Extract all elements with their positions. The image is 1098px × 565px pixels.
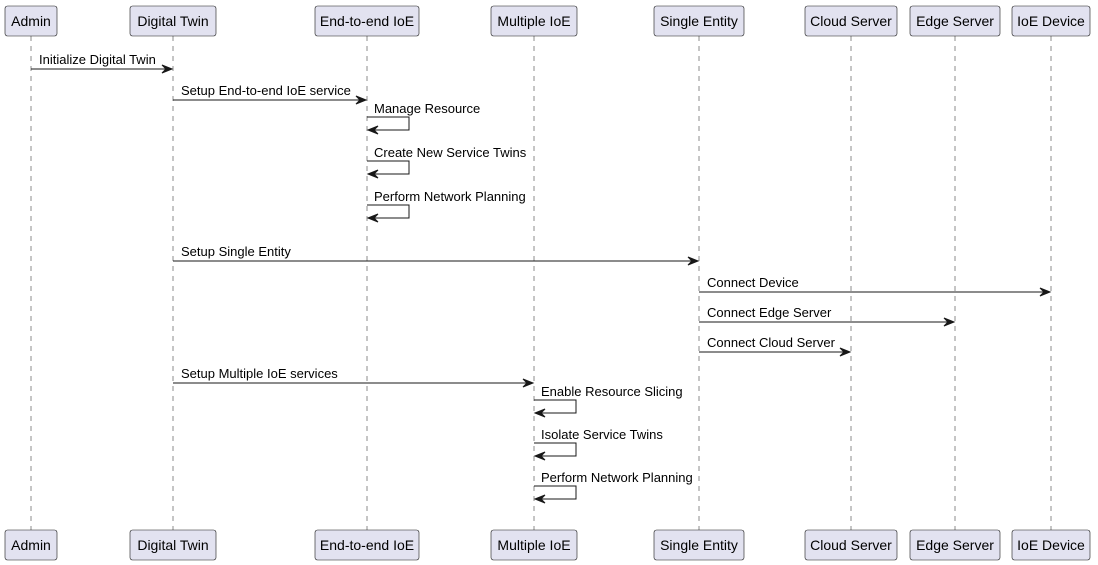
participant-box <box>4 5 58 37</box>
participant-top-ioe-device: IoE Device <box>1011 5 1091 37</box>
message: Manage Resource <box>366 101 480 135</box>
participant-box <box>804 529 898 561</box>
message-label: Isolate Service Twins <box>541 427 663 442</box>
message-label: Perform Network Planning <box>374 189 526 204</box>
self-message-line <box>367 116 410 131</box>
participant-heads-bottom: Admin Digital Twin End-to-end IoE Multiple … <box>4 529 1091 561</box>
participant-box <box>129 5 217 37</box>
participant-bottom-edge-server: Edge Server <box>909 529 1001 561</box>
participant-box <box>4 529 58 561</box>
message: Perform Network Planning <box>366 189 526 223</box>
arrowhead <box>355 95 368 105</box>
message-label: Manage Resource <box>374 101 480 116</box>
participant-label: Admin <box>11 13 51 29</box>
participant-box <box>909 5 1001 37</box>
message: Connect Cloud Server <box>699 335 852 357</box>
participant-box <box>1011 5 1091 37</box>
message: Create New Service Twins <box>366 145 527 179</box>
participant-top-edge-server: Edge Server <box>909 5 1001 37</box>
message: Connect Device <box>699 275 1052 297</box>
participant-top-multiple-ioe: Multiple IoE <box>490 5 578 37</box>
arrowhead <box>533 408 546 418</box>
participant-label: Multiple IoE <box>497 537 570 553</box>
message: Enable Resource Slicing <box>533 384 683 418</box>
participant-bottom-digital-twin: Digital Twin <box>129 529 217 561</box>
participant-bottom-multiple-ioe: Multiple IoE <box>490 529 578 561</box>
arrowhead <box>366 169 379 179</box>
arrowhead <box>687 256 700 266</box>
message-label: Connect Cloud Server <box>707 335 836 350</box>
participant-box <box>129 529 217 561</box>
participant-label: Single Entity <box>660 537 738 553</box>
message-label: Perform Network Planning <box>541 470 693 485</box>
participant-top-cloud-server: Cloud Server <box>804 5 898 37</box>
participant-label: Single Entity <box>660 13 738 29</box>
participant-bottom-e2e-ioe: End-to-end IoE <box>314 529 420 561</box>
participant-box <box>653 529 745 561</box>
message: Setup Multiple IoE services <box>173 366 535 388</box>
participant-top-digital-twin: Digital Twin <box>129 5 217 37</box>
participant-box <box>490 529 578 561</box>
participant-box <box>804 5 898 37</box>
participant-label: Edge Server <box>916 13 994 29</box>
message-label: Setup Multiple IoE services <box>181 366 338 381</box>
arrowhead <box>533 451 546 461</box>
arrowhead <box>943 317 956 327</box>
participant-box <box>1011 529 1091 561</box>
participant-box <box>653 5 745 37</box>
message-label: Enable Resource Slicing <box>541 384 683 399</box>
lifelines <box>30 36 1052 530</box>
participant-label: IoE Device <box>1017 537 1085 553</box>
message-label: Create New Service Twins <box>374 145 527 160</box>
participant-label: Digital Twin <box>137 13 208 29</box>
message: Connect Edge Server <box>699 305 956 327</box>
participant-box <box>909 529 1001 561</box>
arrowhead <box>533 494 546 504</box>
arrowhead <box>522 378 535 388</box>
self-message-line <box>367 204 410 219</box>
message-label: Setup End-to-end IoE service <box>181 83 351 98</box>
participant-label: End-to-end IoE <box>320 13 414 29</box>
arrowhead <box>1039 287 1052 297</box>
message-label: Connect Device <box>707 275 799 290</box>
participant-box <box>314 529 420 561</box>
participant-label: Digital Twin <box>137 537 208 553</box>
message: Isolate Service Twins <box>533 427 663 461</box>
participant-top-e2e-ioe: End-to-end IoE <box>314 5 420 37</box>
self-message-line <box>534 399 577 414</box>
message: Setup End-to-end IoE service <box>173 83 368 105</box>
arrowhead <box>366 213 379 223</box>
arrowhead <box>366 125 379 135</box>
participant-label: Edge Server <box>916 537 994 553</box>
participant-label: IoE Device <box>1017 13 1085 29</box>
message: Perform Network Planning <box>533 470 693 504</box>
participant-label: Cloud Server <box>810 537 892 553</box>
participant-heads-top: Admin Digital Twin End-to-end IoE Multiple … <box>4 5 1091 37</box>
participant-bottom-cloud-server: Cloud Server <box>804 529 898 561</box>
message-label: Connect Edge Server <box>707 305 832 320</box>
participant-label: Cloud Server <box>810 13 892 29</box>
self-message-line <box>534 442 577 457</box>
participant-top-admin: Admin <box>4 5 58 37</box>
arrowhead <box>161 64 174 74</box>
participant-bottom-admin: Admin <box>4 529 58 561</box>
message: Setup Single Entity <box>173 244 700 266</box>
arrowhead <box>839 347 852 357</box>
message-label: Setup Single Entity <box>181 244 291 259</box>
participant-top-single-entity: Single Entity <box>653 5 745 37</box>
participant-bottom-single-entity: Single Entity <box>653 529 745 561</box>
participant-bottom-ioe-device: IoE Device <box>1011 529 1091 561</box>
participant-box <box>490 5 578 37</box>
participant-label: End-to-end IoE <box>320 537 414 553</box>
self-message-line <box>534 485 577 500</box>
participant-box <box>314 5 420 37</box>
participant-label: Multiple IoE <box>497 13 570 29</box>
self-message-line <box>367 160 410 175</box>
message: Initialize Digital Twin <box>31 52 174 74</box>
message-label: Initialize Digital Twin <box>39 52 156 67</box>
participant-label: Admin <box>11 537 51 553</box>
